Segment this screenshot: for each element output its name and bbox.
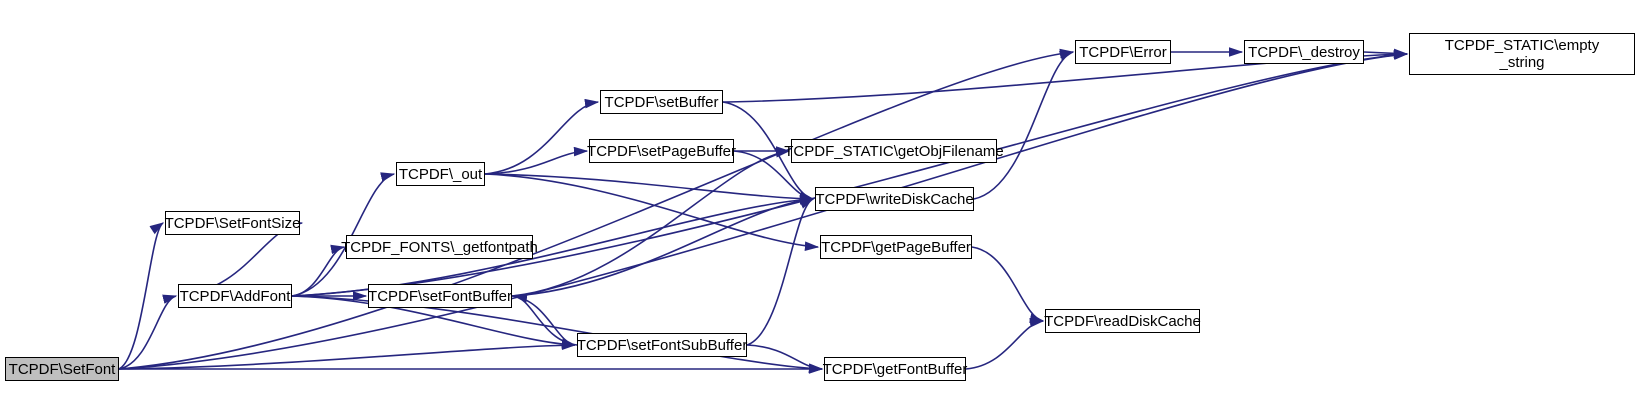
graph-node-label: TCPDF\getPageBuffer [821,238,971,256]
graph-edge-out-to-getpagebuffer [484,173,820,251]
edge-group [118,47,1409,374]
graph-node-emptystring[interactable]: TCPDF_STATIC\empty _string [1409,33,1635,75]
graph-node-getpagebuffer[interactable]: TCPDF\getPageBuffer [820,235,972,259]
graph-node-writediskcache[interactable]: TCPDF\writeDiskCache [815,187,974,211]
graph-node-label: TCPDF_FONTS\_getfontpath [341,238,538,256]
graph-node-label: TCPDF\_destroy [1248,43,1360,61]
graph-node-label: TCPDF\AddFont [179,287,291,305]
graph-node-destroy[interactable]: TCPDF\_destroy [1244,40,1364,64]
graph-edge-out-to-writediskcache [484,173,815,204]
graph-node-label: TCPDF\writeDiskCache [815,190,974,208]
graph-node-error[interactable]: TCPDF\Error [1075,40,1171,64]
graph-node-setfontbuffer[interactable]: TCPDF\setFontBuffer [368,284,512,308]
graph-edge-setfontbuffer-to-getobjfilename [511,148,791,297]
graph-edge-out-to-setpagebuffer [484,146,589,175]
graph-node-label: TCPDF_STATIC\empty _string [1444,37,1600,71]
graph-edge-getfontbuffer-to-readdiskcache [965,317,1045,370]
graph-node-setfont[interactable]: TCPDF\SetFont [5,357,119,381]
graph-node-label: TCPDF\SetFont [8,360,116,378]
graph-node-getobjfilename[interactable]: TCPDF_STATIC\getObjFilename [784,139,1004,163]
graph-node-label: TCPDF\readDiskCache [1044,312,1201,330]
graph-node-label: TCPDF\setFontBuffer [368,287,512,305]
graph-edge-setfontbuffer-to-setfontsubbuf [511,295,577,348]
graph-edge-writediskcache-to-error [973,51,1075,200]
graph-edge-setfont-to-emptystring [118,50,1409,370]
graph-node-setbuffer[interactable]: TCPDF\setBuffer [600,90,723,114]
graph-node-label: TCPDF\setFontSubBuffer [576,336,748,354]
graph-node-getfontbuffer[interactable]: TCPDF\getFontBuffer [823,357,967,381]
graph-edge-setfontsubbuf-to-writediskcache [746,198,815,346]
graph-node-label: TCPDF\setBuffer [604,93,719,111]
graph-node-label: TCPDF\Error [1079,43,1167,61]
graph-edge-setfont-to-addfont [118,294,178,370]
graph-node-setfontsubbuf[interactable]: TCPDF\setFontSubBuffer [577,333,747,357]
graph-node-label: TCPDF\SetFontSize [164,214,301,232]
graph-edge-setfont-to-setfontsubbuf [118,340,577,370]
graph-node-readdiskcache[interactable]: TCPDF\readDiskCache [1044,309,1201,333]
graph-node-setpagebuffer[interactable]: TCPDF\setPageBuffer [587,139,736,163]
graph-node-out[interactable]: TCPDF\_out [396,162,485,186]
graph-edge-getpagebuffer-to-readdiskcache [971,246,1045,324]
graph-edge-setfont-to-setfontsize [118,222,165,370]
graph-edge-setfontbuffer-to-writediskcache [511,195,815,297]
graph-edge-setfontsubbuf-to-setfontbuffer [512,293,578,346]
graph-edge-destroy-to-emptystring [1363,48,1409,59]
graph-node-getfontpath[interactable]: TCPDF_FONTS\_getfontpath [341,235,538,259]
graph-node-label: TCPDF_STATIC\getObjFilename [784,142,1004,160]
graph-node-label: TCPDF\_out [398,165,483,183]
graph-edge-out-to-setbuffer [484,98,600,175]
graph-node-setfontsize[interactable]: TCPDF\SetFontSize [165,211,300,235]
graph-node-label: TCPDF\setPageBuffer [587,142,736,160]
graph-node-addfont[interactable]: TCPDF\AddFont [178,284,292,308]
graph-edge-setfontsubbuf-to-getfontbuffer [746,344,824,373]
graph-node-label: TCPDF\getFontBuffer [822,360,968,378]
